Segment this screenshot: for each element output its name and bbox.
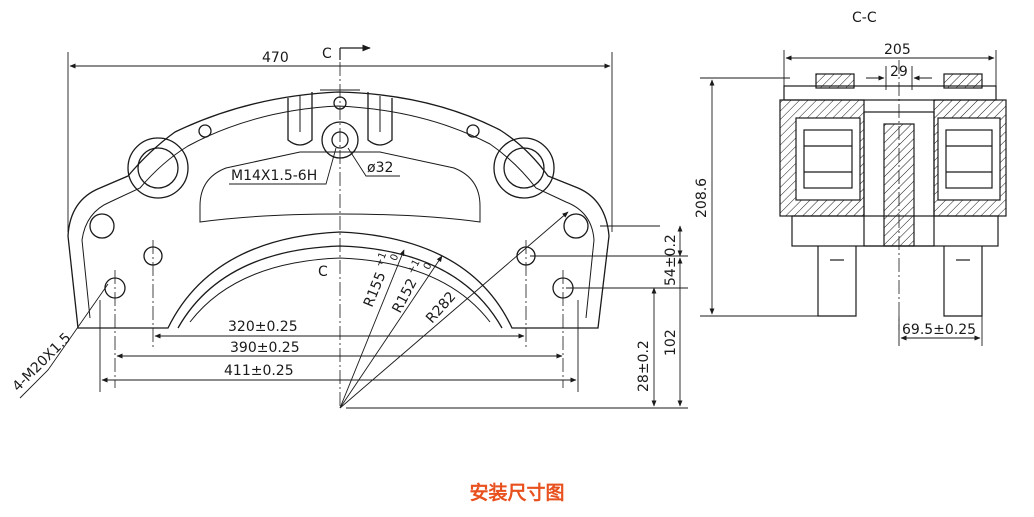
thread-callout: M14X1.5-6H — [231, 168, 317, 184]
section-title: C-C — [852, 10, 877, 26]
right-cylinder-bore — [503, 147, 545, 189]
left-top-block — [815, 73, 855, 89]
right-piston — [945, 129, 993, 189]
center-lines — [114, 62, 564, 408]
screw-hole — [466, 124, 480, 138]
radius-r152-tol-bot: 0 — [422, 261, 435, 272]
mount-holes-callout: 4-M20X1.5 — [10, 330, 75, 395]
callout-leaders — [19, 147, 400, 399]
dim-411: 411±0.25 — [224, 363, 294, 379]
left-piston — [803, 129, 853, 189]
section-cut-markers — [339, 44, 371, 60]
dim-54: 54±0.2 — [663, 234, 679, 286]
drawing-caption: 安装尺寸图 — [469, 482, 565, 504]
vertical-dimensions — [346, 225, 688, 409]
section-dimensions — [700, 50, 997, 346]
arch-inner — [189, 257, 491, 323]
dim-205: 205 — [884, 42, 911, 58]
right-cylinder-boss — [493, 137, 555, 199]
section-mark-top: C — [322, 46, 332, 62]
lower-body — [791, 215, 999, 247]
left-cylinder-bore — [137, 147, 179, 189]
dim-29: 29 — [890, 64, 908, 80]
radius-r155: R155 — [361, 270, 389, 310]
dim-390: 390±0.25 — [230, 340, 300, 356]
span-dimensions — [99, 300, 579, 392]
screw-hole — [198, 124, 212, 138]
dim-320: 320±0.25 — [228, 319, 298, 335]
mount-hole — [89, 213, 115, 239]
right-top-block — [943, 73, 983, 89]
radius-labels: R155 +1 0 R152 +1 0 R282 — [361, 251, 459, 327]
section-mark-bottom: C — [318, 264, 328, 280]
mount-hole — [563, 213, 589, 239]
dim-470: 470 — [262, 50, 289, 66]
dim-208-6: 208.6 — [694, 178, 710, 218]
hole-diameter-callout: ø32 — [367, 160, 393, 176]
caliper-outline — [67, 91, 610, 329]
window-cutout — [199, 151, 481, 223]
left-foot — [817, 246, 857, 317]
caliper-inner-contour — [81, 105, 595, 319]
radius-r152-tol-top: +1 — [406, 258, 423, 276]
section-top-bar — [783, 85, 997, 101]
radius-r155-tol-bot: 0 — [389, 253, 402, 263]
dim-69-5: 69.5±0.25 — [902, 322, 976, 338]
bridge-rib — [287, 92, 393, 146]
svg-text:R152 +1 0: R152 +1 0 — [383, 252, 435, 318]
section-view — [779, 73, 1007, 317]
front-view — [67, 89, 610, 329]
dim-102: 102 — [663, 329, 679, 356]
dim-overall-width — [67, 52, 613, 232]
radius-r155-tol-top: +1 — [373, 251, 389, 269]
radius-lines — [339, 211, 569, 409]
dim-28: 28±0.2 — [636, 340, 652, 392]
radius-r152: R152 — [389, 276, 420, 316]
right-foot — [943, 246, 983, 317]
left-cylinder-boss — [127, 137, 189, 199]
